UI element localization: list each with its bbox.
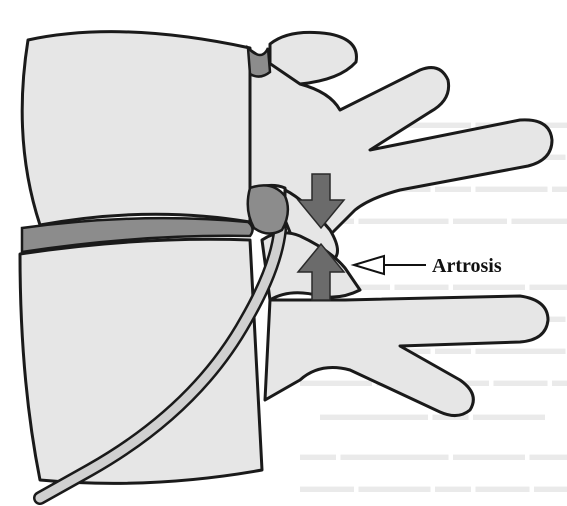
upper-disc — [248, 48, 270, 77]
label-pointer — [354, 256, 426, 274]
svg-text:▬▬ ▬▬▬▬▬▬ ▬▬▬▬ ▬▬▬▬: ▬▬ ▬▬▬▬▬▬ ▬▬▬▬ ▬▬▬▬ — [300, 444, 567, 464]
pointer-arrowhead-icon — [354, 256, 384, 274]
nerve-ganglion — [248, 185, 288, 233]
upper-vertebral-body — [22, 32, 250, 225]
svg-text:▬▬▬ ▬▬▬▬ ▬▬ ▬▬▬ ▬▬▬▬: ▬▬▬ ▬▬▬▬ ▬▬ ▬▬▬ ▬▬▬▬ — [300, 476, 567, 496]
artrosis-label: Artrosis — [432, 255, 502, 277]
